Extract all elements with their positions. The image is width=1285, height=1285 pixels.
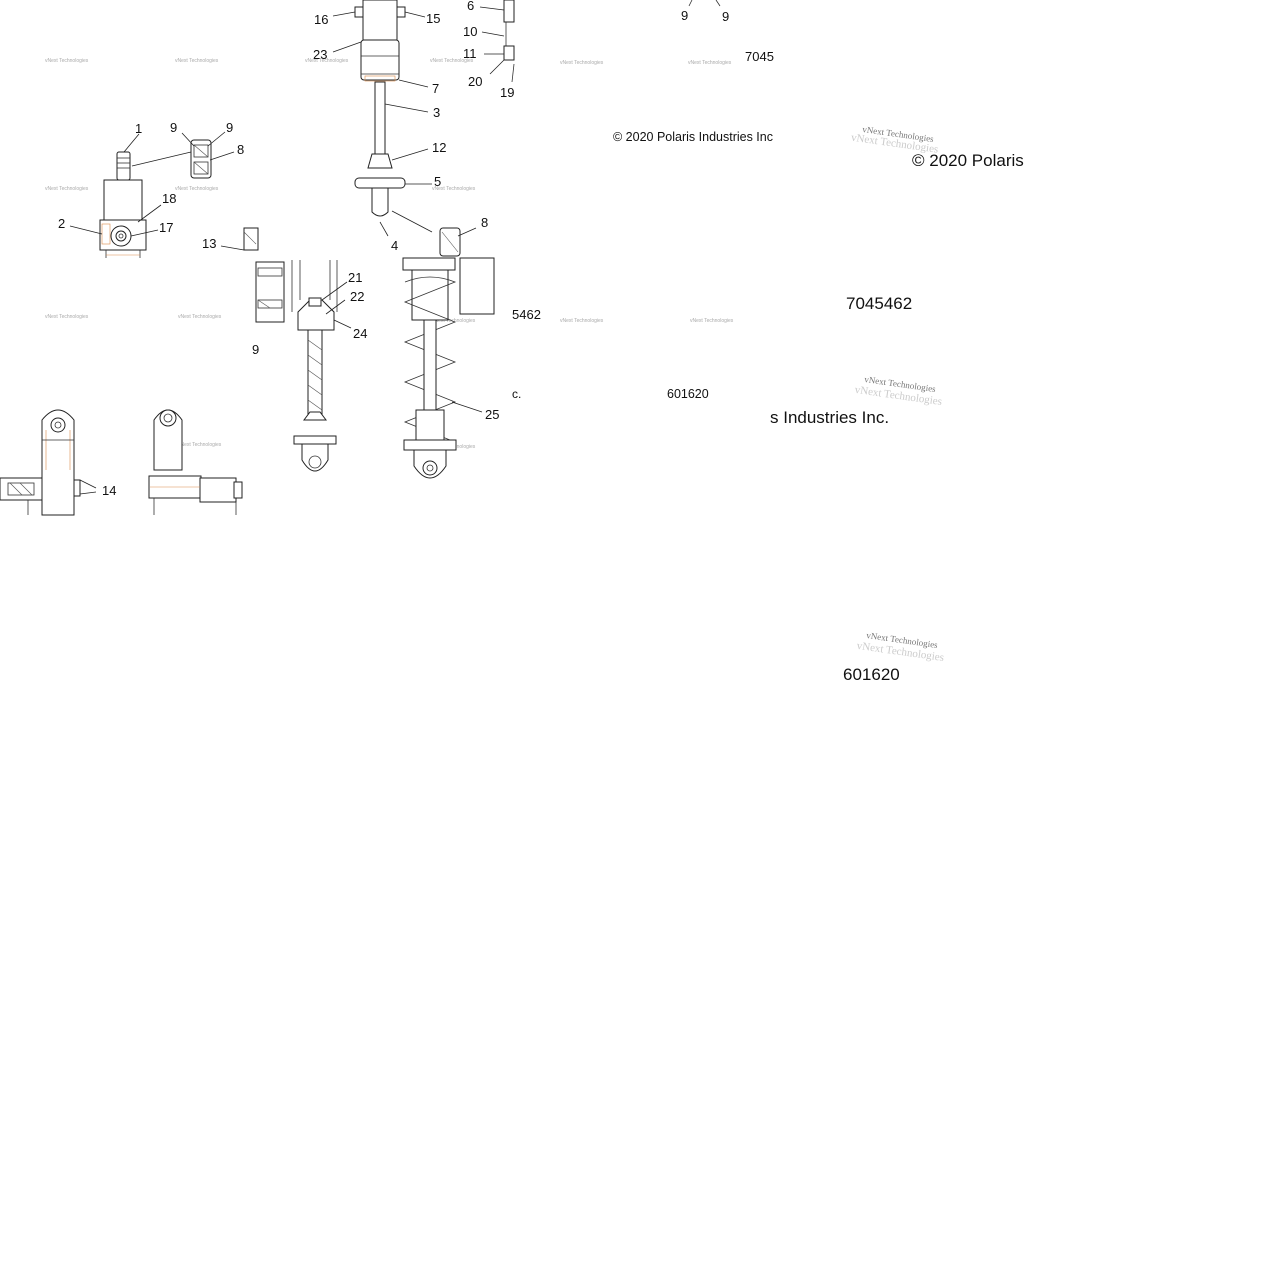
watermark: vNext Technologies xyxy=(45,186,89,192)
reservoir-assembly xyxy=(99,151,147,258)
callout-label: 22 xyxy=(350,289,364,304)
company-text: c. xyxy=(512,387,521,401)
watermark: vNext Technologies xyxy=(688,60,732,66)
callout-label: 5 xyxy=(434,174,441,189)
callout-label: 4 xyxy=(391,238,398,253)
callout-labels: 1 9 9 8 18 2 17 13 14 9 16 15 23 7 3 12 … xyxy=(58,0,729,498)
callout-label: 8 xyxy=(237,142,244,157)
callout-label: 21 xyxy=(348,270,362,285)
shock-reservoir-side xyxy=(459,257,495,315)
diagram-code: 601620 xyxy=(667,387,709,401)
diagram-code: 601620 xyxy=(843,665,900,684)
callout-label: 8 xyxy=(481,215,488,230)
bearing-pair xyxy=(190,139,212,179)
copyright-text: © 2020 Polaris Industries Inc xyxy=(613,130,773,144)
callout-label: 9 xyxy=(252,342,259,357)
coil-over-shock xyxy=(402,227,461,479)
watermark: vNext Technologies xyxy=(45,314,89,320)
callout-label: 18 xyxy=(162,191,176,206)
linkage-fragment xyxy=(503,0,721,83)
part-number: 7045 xyxy=(745,49,774,64)
watermark: vNext Technologies xyxy=(178,442,222,448)
piston-rod-section xyxy=(291,260,338,472)
callout-label: 23 xyxy=(313,47,327,62)
watermark: vNext Technologies xyxy=(560,318,604,324)
part-number: 7045462 xyxy=(846,294,912,313)
watermark: vNext Technologies xyxy=(430,58,474,64)
valve-fragment xyxy=(243,227,285,323)
part-number: 5462 xyxy=(512,307,541,322)
watermark-stamp: vNext Technologies vNext Technologies xyxy=(856,630,945,664)
callout-label: 17 xyxy=(159,220,173,235)
callout-label: 3 xyxy=(433,105,440,120)
watermark: vNext Technologies xyxy=(432,318,476,324)
callout-label: 9 xyxy=(170,120,177,135)
watermark: vNext Technologies xyxy=(45,58,89,64)
watermark: vNext Technologies xyxy=(178,314,222,320)
callout-label: 14 xyxy=(102,483,116,498)
copyright-text: © 2020 Polaris xyxy=(912,151,1024,170)
watermark-grid: vNext Technologies vNext Technologies vN… xyxy=(45,58,734,450)
company-text: s Industries Inc. xyxy=(770,408,889,427)
callout-label: 6 xyxy=(467,0,474,13)
shock-body-center xyxy=(148,409,243,515)
callout-label: 10 xyxy=(463,24,477,39)
callout-label: 9 xyxy=(226,120,233,135)
callout-label: 16 xyxy=(314,12,328,27)
callout-label: 25 xyxy=(485,407,499,422)
shock-body-left xyxy=(0,409,81,516)
callout-label: 19 xyxy=(500,85,514,100)
watermark: vNext Technologies xyxy=(690,318,734,324)
watermark: vNext Technologies xyxy=(175,58,219,64)
callout-label: 2 xyxy=(58,216,65,231)
watermark-stamp: vNext Technologies vNext Technologies xyxy=(854,374,943,408)
callout-label: 12 xyxy=(432,140,446,155)
callout-label: 1 xyxy=(135,121,142,136)
watermark: vNext Technologies xyxy=(175,186,219,192)
callout-label: 7 xyxy=(432,81,439,96)
watermark: vNext Technologies xyxy=(560,60,604,66)
watermark: vNext Technologies xyxy=(305,58,349,64)
callout-label: 15 xyxy=(426,11,440,26)
leader-lines xyxy=(69,6,505,495)
callout-label: 9 xyxy=(722,9,729,24)
callout-label: 9 xyxy=(681,8,688,23)
callout-label: 11 xyxy=(463,46,477,61)
damper-assembly xyxy=(354,0,406,217)
callout-label: 20 xyxy=(468,74,482,89)
callout-label: 24 xyxy=(353,326,367,341)
watermark: vNext Technologies xyxy=(432,186,476,192)
callout-label: 13 xyxy=(202,236,216,251)
